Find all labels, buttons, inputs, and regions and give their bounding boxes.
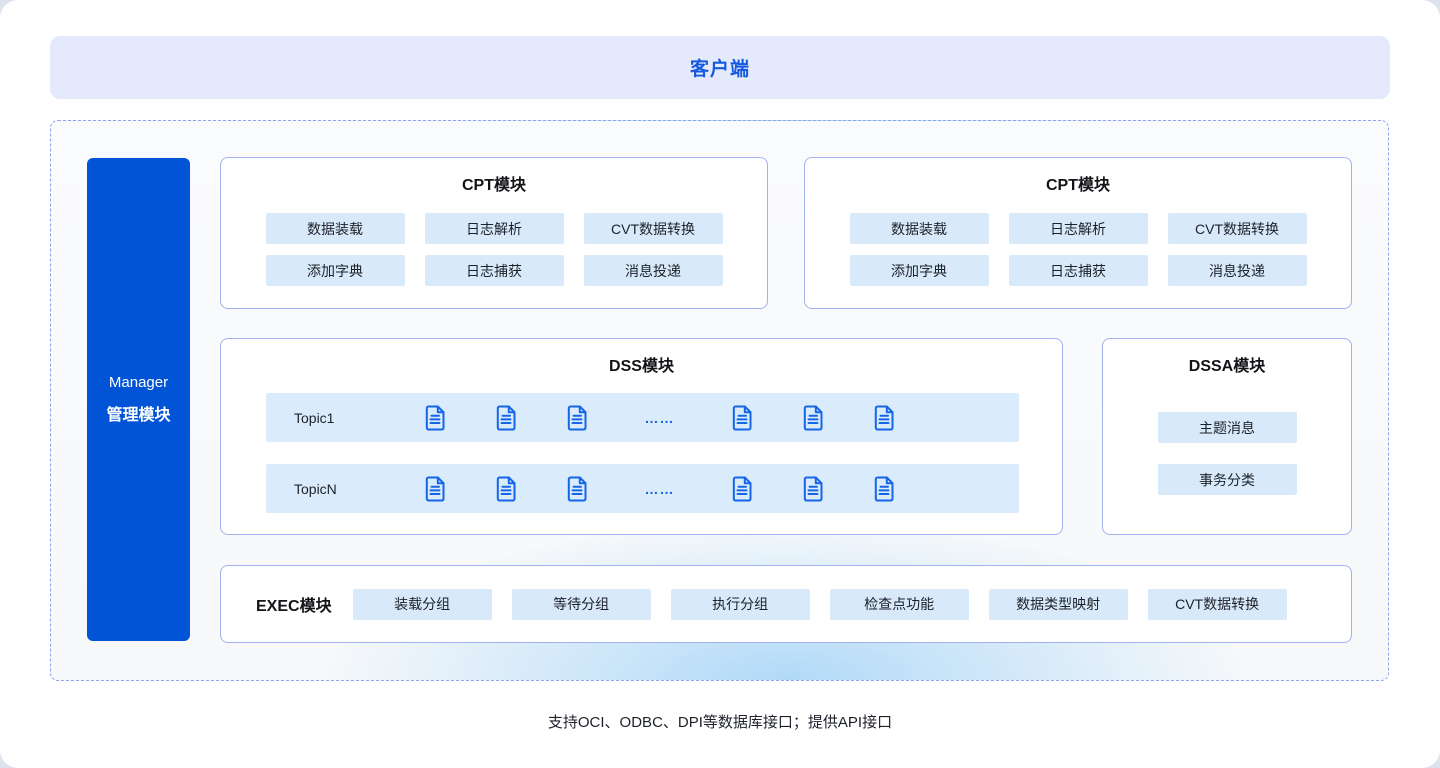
cpt-chip-add-dict: 添加字典	[265, 255, 405, 286]
dssa-module-box: DSSA模块 主题消息 事务分类	[1102, 338, 1352, 535]
cpt-chip-data-load: 数据装载	[265, 213, 405, 244]
ellipsis-text: ……	[644, 480, 675, 497]
document-icon	[873, 405, 895, 431]
topic-label: TopicN	[294, 480, 337, 497]
cpt-chip-msg-delivery: 消息投递	[583, 255, 723, 286]
exec-button-list: 装载分组 等待分组 执行分组 检查点功能 数据类型映射 CVT数据转换	[352, 588, 1287, 620]
dssa-button-list: 主题消息 事务分类	[1103, 412, 1351, 495]
client-banner: 客户端	[50, 36, 1390, 99]
topic-message-icons: ……	[424, 476, 895, 502]
cpt-button-grid: 数据装载 日志解析 CVT数据转换 添加字典 日志捕获 消息投递	[805, 213, 1351, 286]
cpt-chip-log-parse: 日志解析	[1008, 213, 1148, 244]
topic-label: Topic1	[294, 409, 335, 426]
dssa-chip-topic-message: 主题消息	[1157, 412, 1297, 443]
cpt-chip-log-capture: 日志捕获	[1008, 255, 1148, 286]
topic-message-icons: ……	[424, 405, 895, 431]
dss-topic-row-1: Topic1 ……	[266, 393, 1019, 442]
document-icon	[802, 476, 824, 502]
exec-chip-load-group: 装载分组	[352, 588, 492, 620]
document-icon	[424, 405, 446, 431]
document-icon	[802, 405, 824, 431]
document-icon	[424, 476, 446, 502]
ellipsis-text: ……	[644, 409, 675, 426]
exec-chip-wait-group: 等待分组	[511, 588, 651, 620]
cpt-chip-log-capture: 日志捕获	[424, 255, 564, 286]
exec-chip-cvt-convert: CVT数据转换	[1147, 588, 1287, 620]
document-icon	[495, 405, 517, 431]
document-icon	[566, 476, 588, 502]
cpt-module-title: CPT模块	[461, 177, 526, 194]
cpt-chip-cvt-convert: CVT数据转换	[1167, 213, 1307, 244]
cpt-module-box-2: CPT模块 数据装载 日志解析 CVT数据转换 添加字典 日志捕获 消息投递	[804, 157, 1352, 309]
cpt-chip-add-dict: 添加字典	[849, 255, 989, 286]
document-icon	[731, 405, 753, 431]
cpt-button-grid: 数据装载 日志解析 CVT数据转换 添加字典 日志捕获 消息投递	[221, 213, 767, 286]
exec-chip-checkpoint: 检查点功能	[829, 588, 969, 620]
dssa-chip-transaction-class: 事务分类	[1157, 464, 1297, 495]
exec-chip-type-mapping: 数据类型映射	[988, 588, 1128, 620]
document-icon	[731, 476, 753, 502]
cpt-chip-log-parse: 日志解析	[424, 213, 564, 244]
dss-topic-row-n: TopicN ……	[266, 464, 1019, 513]
document-icon	[873, 476, 895, 502]
document-icon	[566, 405, 588, 431]
dss-module-title: DSS模块	[609, 358, 674, 375]
cpt-chip-data-load: 数据装载	[849, 213, 989, 244]
manager-label-en: Manager	[108, 374, 169, 391]
dss-module-box: DSS模块 Topic1 …… TopicN ……	[220, 338, 1063, 535]
dssa-module-title: DSSA模块	[1188, 358, 1266, 375]
cpt-module-title: CPT模块	[1045, 177, 1110, 194]
document-icon	[495, 476, 517, 502]
manager-label-cn: 管理模块	[106, 407, 171, 424]
exec-module-title: EXEC模块	[256, 598, 332, 615]
exec-chip-exec-group: 执行分组	[670, 588, 810, 620]
cpt-chip-msg-delivery: 消息投递	[1167, 255, 1307, 286]
exec-module-box: EXEC模块 装载分组 等待分组 执行分组 检查点功能 数据类型映射 CVT数据…	[220, 565, 1352, 643]
cpt-chip-cvt-convert: CVT数据转换	[583, 213, 723, 244]
client-banner-label: 客户端	[689, 59, 750, 80]
cpt-module-box-1: CPT模块 数据装载 日志解析 CVT数据转换 添加字典 日志捕获 消息投递	[220, 157, 768, 309]
manager-module-bar: Manager 管理模块	[87, 158, 190, 641]
interface-support-note: 支持OCI、ODBC、DPI等数据库接口；提供API接口	[547, 714, 893, 731]
